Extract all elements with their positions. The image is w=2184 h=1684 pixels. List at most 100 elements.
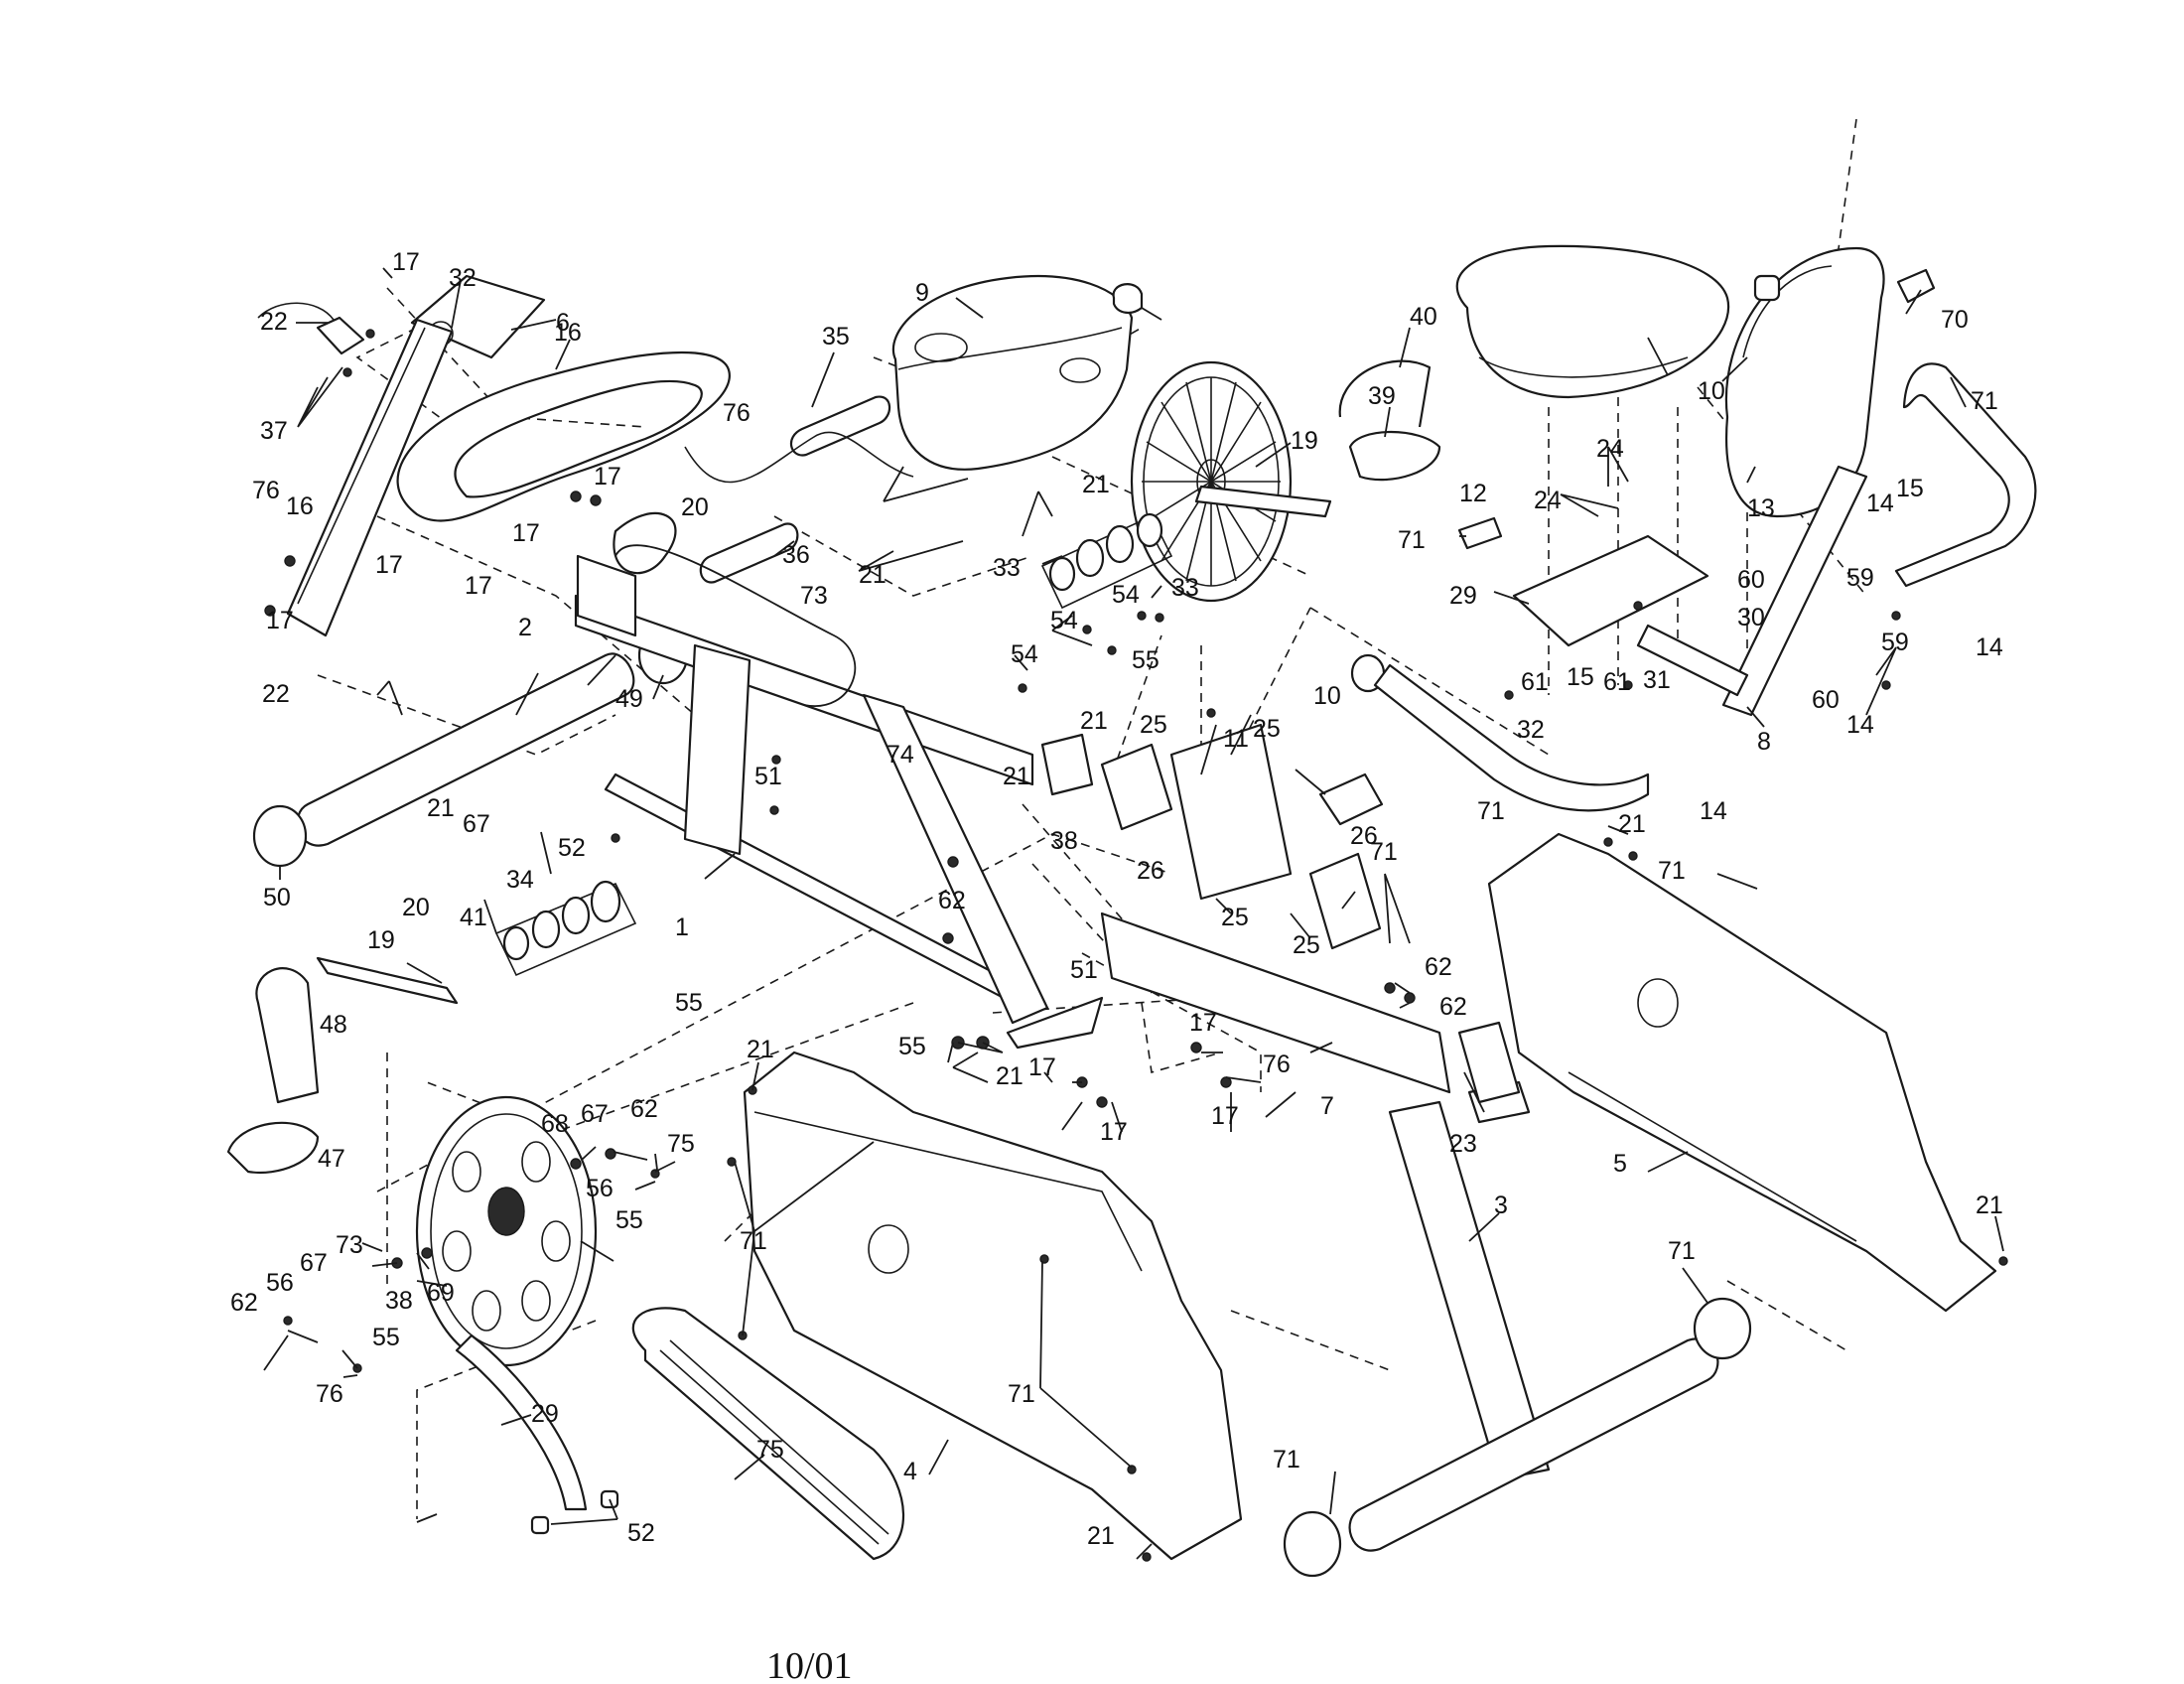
callout-53-b: 56 xyxy=(266,1269,294,1297)
callout-17-i: 17 xyxy=(1189,1009,1217,1037)
callout-58: 67 xyxy=(463,810,490,838)
rear-stabilizer-cap-front xyxy=(1283,1510,1342,1578)
callout-42-upper: 49 xyxy=(615,685,643,713)
callout-50: 55 xyxy=(675,989,703,1017)
callout-14-upper: 14 xyxy=(1866,490,1894,517)
callout-59-b: 69 xyxy=(427,1279,455,1307)
callout-37: 39 xyxy=(1368,382,1396,410)
callout-62-c: 71 xyxy=(1008,1380,1035,1408)
console-housing xyxy=(891,275,1134,471)
callout-57-a: 67 xyxy=(581,1100,609,1128)
callout-25-c: 25 xyxy=(1221,904,1249,931)
callout-8: 8 xyxy=(1757,728,1771,756)
callout-21-f: 21 xyxy=(996,1062,1024,1090)
seat-cushion xyxy=(1455,244,1730,399)
callout-66: 73 xyxy=(336,1231,363,1259)
rear-upright xyxy=(1388,1100,1551,1481)
parts xyxy=(226,244,2037,1578)
callout-49: 55 xyxy=(1132,646,1160,674)
callout-27: 29 xyxy=(1449,582,1477,610)
callout-13: 13 xyxy=(1747,494,1775,522)
callout-25-b: 25 xyxy=(1253,715,1281,743)
callout-14-b: 14 xyxy=(1976,633,2003,661)
callout-63: 71 xyxy=(1370,838,1398,866)
callout-68: 75 xyxy=(756,1436,784,1464)
callout-29-c: 32 xyxy=(1517,716,1545,744)
callout-3: 3 xyxy=(1494,1192,1508,1219)
callout-21-e: 21 xyxy=(1080,707,1108,735)
callout-42-lower: 50 xyxy=(263,884,291,912)
callout-45-a: 51 xyxy=(754,763,782,790)
callout-67-b: 75 xyxy=(667,1130,695,1158)
callout-47: 54 xyxy=(1050,607,1078,634)
callout-21-i: 21 xyxy=(747,1036,774,1063)
callout-62-a: 71 xyxy=(1658,857,1686,885)
callout-64-a: 71 xyxy=(1668,1237,1696,1265)
callout-33-lower: 36 xyxy=(782,541,810,569)
callout-9: 9 xyxy=(915,279,929,307)
rear-frame-cap xyxy=(1457,1021,1521,1104)
drive-belt xyxy=(631,1307,904,1561)
callout-56-a: 62 xyxy=(938,887,966,914)
callout-55-e: 62 xyxy=(1439,993,1467,1021)
front-handlebar-loop xyxy=(396,351,731,522)
callout-65: 73 xyxy=(800,582,828,610)
stabilizer-end-cap xyxy=(252,804,308,868)
rear-rail-cap xyxy=(1896,268,1936,304)
callout-17-a: 16 xyxy=(286,492,314,520)
callout-64-b: 71 xyxy=(1273,1446,1300,1474)
callout-67-c: 76 xyxy=(316,1380,343,1408)
callout-61-lower: 71 xyxy=(1477,797,1505,825)
callout-29-b: 31 xyxy=(1643,666,1671,694)
callout-11: 11 xyxy=(1223,725,1249,753)
callout-54-a: 59 xyxy=(1846,564,1874,592)
seat-carriage-cap xyxy=(1457,516,1503,550)
callout-21-g: 21 xyxy=(1618,810,1646,838)
callout-20-upper: 20 xyxy=(681,493,709,521)
callout-32-upper: 33 xyxy=(993,554,1021,582)
leader-lines xyxy=(263,267,2004,1560)
callout-55-a: 60 xyxy=(1737,566,1765,594)
callout-33-upper: 35 xyxy=(822,323,850,351)
callout-71-a: 76 xyxy=(252,477,280,504)
seat-carriage-plate xyxy=(1512,534,1709,647)
callout-17-j: 17 xyxy=(1211,1102,1239,1130)
callout-24-upper: 24 xyxy=(1596,435,1624,463)
left-side-shield xyxy=(743,1051,1243,1561)
callout-2: 2 xyxy=(518,614,532,641)
callout-10-backrest: 10 xyxy=(1698,377,1725,405)
callout-39: 41 xyxy=(460,904,487,931)
callout-55-b: 61 xyxy=(1521,668,1549,696)
callout-17-b: 17 xyxy=(594,463,621,491)
callout-43: 51 xyxy=(1070,956,1098,984)
callout-19-flywheel: 19 xyxy=(1291,427,1318,455)
callout-52-b: 55 xyxy=(372,1324,400,1351)
callout-32-lower: 34 xyxy=(506,866,534,894)
bearing-set-upper xyxy=(1040,512,1173,610)
callout-35: 37 xyxy=(260,417,288,445)
callout-labels: 17 32 6 22 37 16 9 35 76 20 36 19 40 39 … xyxy=(230,248,2003,1550)
callout-17-e: 17 xyxy=(375,551,403,579)
callout-24-lower: 24 xyxy=(1534,487,1562,514)
callout-10-rail: 10 xyxy=(1313,682,1341,710)
callout-56-c: 62 xyxy=(230,1289,258,1317)
callout-17-f: 17 xyxy=(266,607,294,634)
rear-stabilizer-cap-back xyxy=(1693,1297,1752,1360)
brake-spacer-a xyxy=(530,1515,550,1535)
lower-seat-rail xyxy=(1373,663,1650,812)
tension-knob xyxy=(316,316,365,355)
callout-15-upper: 15 xyxy=(1896,475,1924,502)
callout-45-b: 52 xyxy=(558,834,586,862)
callout-26-a: 26 xyxy=(1137,857,1164,885)
callout-4: 4 xyxy=(903,1458,917,1485)
callout-12: 12 xyxy=(1459,480,1487,507)
callout-60-lower: 71 xyxy=(1398,526,1426,554)
right-pedal xyxy=(1348,431,1441,482)
callout-56-b: 62 xyxy=(630,1095,658,1123)
frame-bracket xyxy=(1006,996,1104,1050)
callout-61-upper: 71 xyxy=(1971,387,1998,415)
callout-28: 29 xyxy=(531,1400,559,1428)
callout-22: 22 xyxy=(260,308,288,336)
callout-15-b: 15 xyxy=(1567,663,1594,691)
callout-14-c: 14 xyxy=(1846,711,1874,739)
